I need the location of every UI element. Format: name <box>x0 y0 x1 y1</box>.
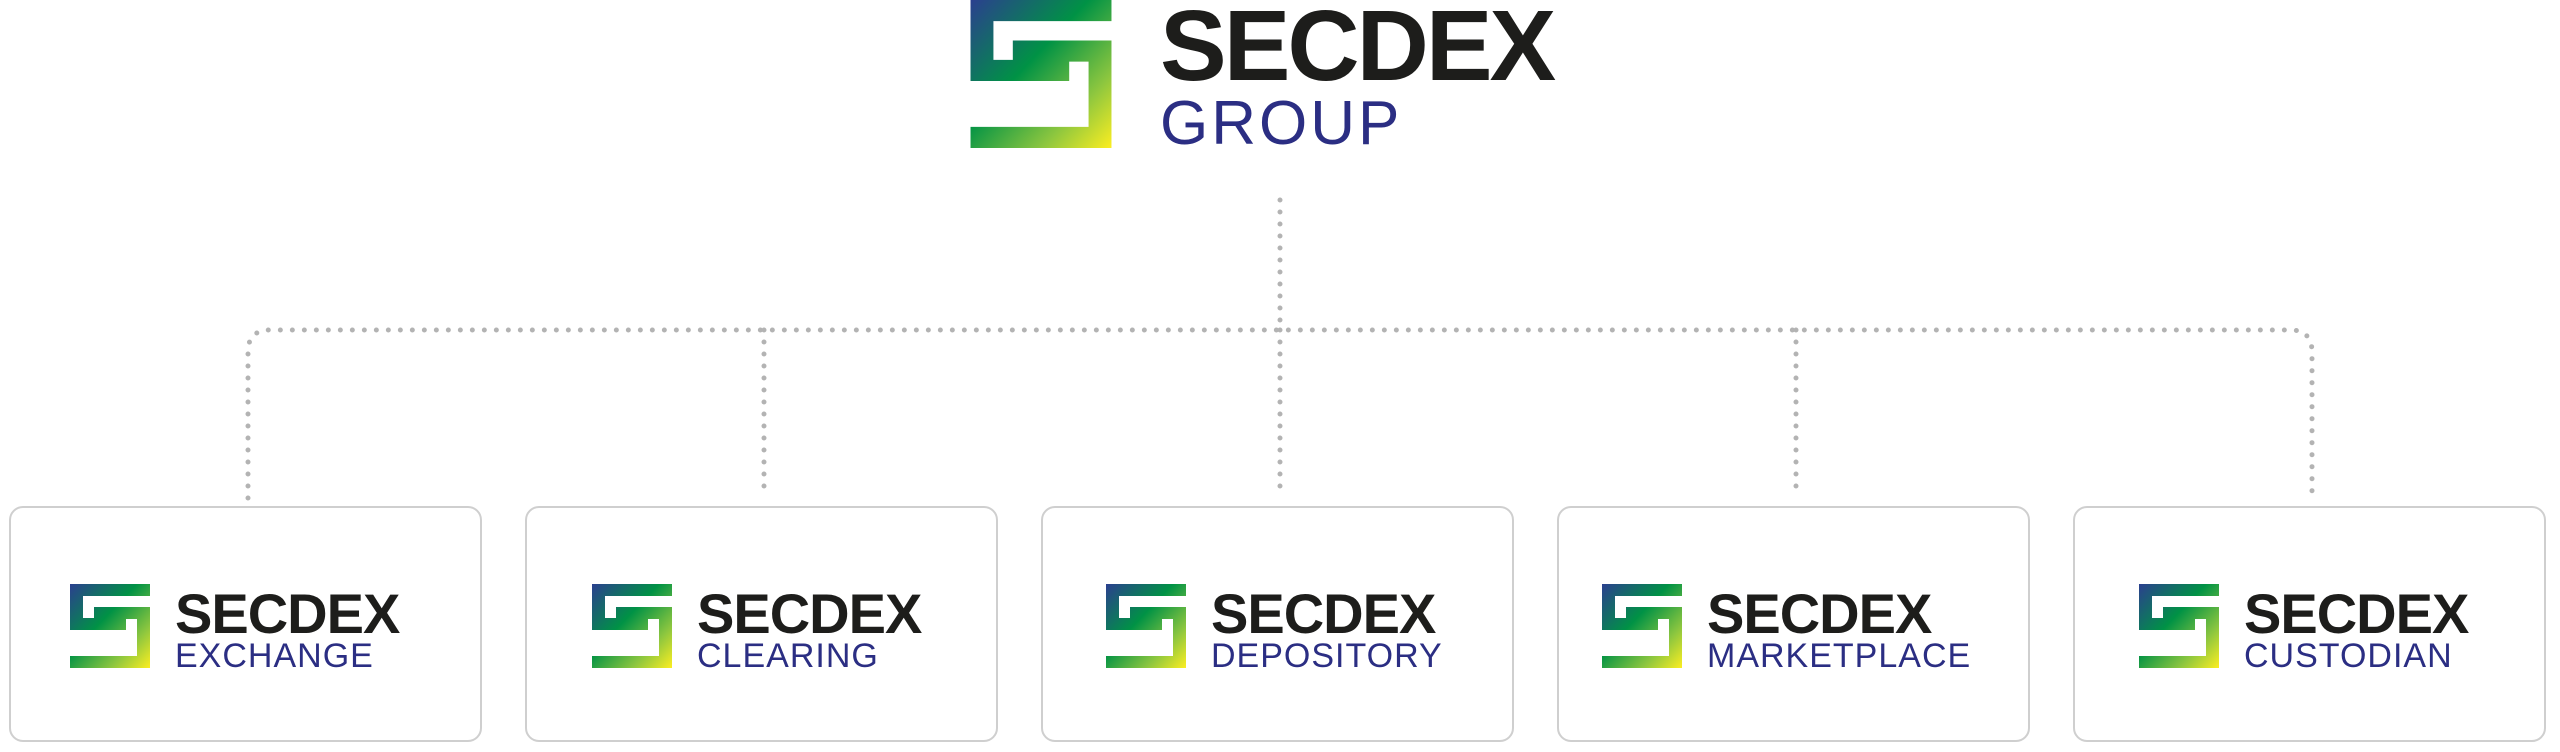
secdex-s-mark-icon <box>1602 584 1682 668</box>
card-brand-name: SECDEX <box>2244 582 2469 645</box>
card-brand-name: SECDEX <box>697 582 922 645</box>
secdex-s-mark-icon <box>970 0 1112 148</box>
card-marketplace: SECDEX MARKETPLACE <box>1557 506 2030 742</box>
secdex-s-mark-icon <box>2139 584 2219 668</box>
card-brand-name: SECDEX <box>175 582 400 645</box>
card-subtitle: CLEARING <box>697 637 879 675</box>
card-subtitle: CUSTODIAN <box>2244 637 2453 675</box>
connector-bus <box>245 327 2315 501</box>
card-subtitle: EXCHANGE <box>175 637 374 675</box>
secdex-s-mark-icon <box>70 584 150 668</box>
group-name: SECDEX <box>1160 0 1556 102</box>
card-subtitle: DEPOSITORY <box>1211 637 1443 675</box>
card-subtitle: MARKETPLACE <box>1707 637 1972 675</box>
card-exchange: SECDEX EXCHANGE <box>9 506 482 742</box>
card-clearing: SECDEX CLEARING <box>525 506 998 742</box>
card-brand-name: SECDEX <box>1707 582 1932 645</box>
card-depository: SECDEX DEPOSITORY <box>1041 506 1514 742</box>
group-subtitle: GROUP <box>1160 89 1403 158</box>
card-custodian: SECDEX CUSTODIAN <box>2073 506 2546 742</box>
secdex-s-mark-icon <box>1106 584 1186 668</box>
card-brand-name: SECDEX <box>1211 582 1436 645</box>
secdex-s-mark-icon <box>592 584 672 668</box>
